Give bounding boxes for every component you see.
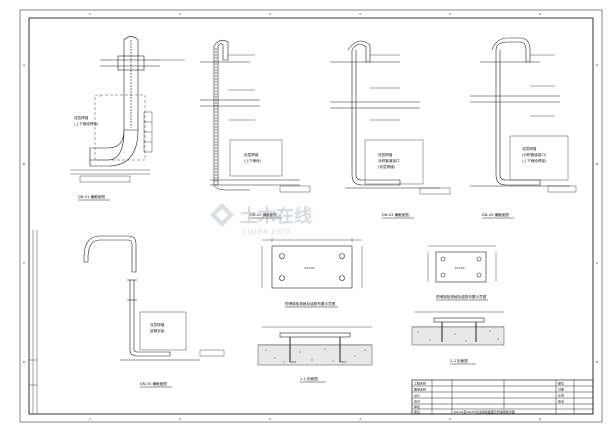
grid-row-b-right: B	[596, 162, 598, 166]
grid-col-6-bottom: 6	[539, 417, 541, 421]
grid-col-5-top: 5	[449, 12, 451, 16]
dn04-box-line-3: (上下两段焊接)	[522, 158, 547, 163]
tb-row-4: 校对	[414, 399, 420, 404]
grid-col-5-bottom: 5	[449, 417, 451, 421]
section-1-1-caption: 1-1 剖面图	[300, 376, 318, 381]
watermark-text: 土木在线	[240, 205, 312, 227]
tb-row-1: 工程名称	[414, 381, 426, 386]
left-strip	[29, 230, 38, 414]
detail-dn02: 双层焊缝 (上下两段) DN-02 横截面图	[200, 39, 311, 219]
detail-dn04: 双层焊缝 (对称管道接口) (上下两段焊接) DN-04 横截面图	[470, 37, 577, 219]
tb-right-2: 日期	[558, 387, 564, 392]
tb-right-4: 版本	[558, 399, 564, 404]
tb-drawing-title: DN-01至DN-05管道横截面图及预埋钢板详图	[454, 409, 515, 414]
watermark: 土木在线 COI88.COM	[210, 203, 312, 236]
dn04-box-line-2: (对称管道接口)	[522, 152, 547, 157]
tb-right-1: 图号	[558, 381, 564, 386]
dn01-box-line-1: 双层焊缝	[74, 115, 89, 120]
tb-row-5: 审核	[414, 404, 420, 409]
sheet-frame	[19, 9, 603, 423]
plate1-center-label: -M-100	[304, 266, 315, 270]
dn01-box-line-2: (上下两段焊接)	[74, 121, 99, 126]
dn04-box-line-1: 双层焊缝	[522, 146, 537, 151]
dn02-box-line-1: 双层焊缝	[244, 152, 259, 157]
section-2-2-caption: 2-2 剖面图	[450, 358, 468, 363]
tb-row-3: 设计	[414, 393, 420, 398]
dn04-caption: DN-04 横截面图	[482, 212, 509, 217]
plate2-center-label: -M-100	[454, 266, 465, 270]
tb-row-2: 图纸名称	[414, 387, 426, 392]
tb-right-3: 比例	[558, 393, 564, 398]
dn05-caption: DN-05 横截面图	[140, 381, 167, 386]
plate-detail-1: -M-100 预埋钢板规格及锚筋布置示意图	[261, 238, 363, 308]
grid-row-d-left: D	[23, 360, 26, 364]
grid-col-4-top: 4	[359, 12, 361, 16]
dn03-box-line-3: (双层焊缝)	[378, 164, 396, 169]
grid-col-2-bottom: 2	[179, 417, 181, 421]
grid-col-4-bottom: 4	[359, 417, 361, 421]
dn02-caption: DN-02 横截面图	[250, 212, 277, 217]
grid-row-c-left: C	[23, 261, 25, 265]
dn05-box-line-2: 接管安装	[150, 328, 165, 333]
dn05-box-line-1: 双层焊缝	[150, 322, 165, 327]
grid-row-a-right: A	[596, 63, 599, 67]
dn01-caption: DN-01 横截面图	[78, 194, 105, 199]
grid-col-1-top: 1	[89, 12, 91, 16]
grid-col-6-top: 6	[539, 12, 541, 16]
dn03-box-line-1: 双层焊缝	[378, 152, 393, 157]
grid-col-1-bottom: 1	[89, 417, 91, 421]
grid-row-a-left: A	[23, 63, 26, 67]
dn03-caption: DN-03 横截面图	[382, 212, 409, 217]
concrete-hatch-1	[265, 348, 366, 363]
plate1-title: 预埋钢板规格及锚筋布置示意图	[285, 301, 336, 306]
watermark-subtext: COI88.COM	[242, 228, 291, 236]
section-2-2: 2-2 剖面图	[411, 311, 505, 365]
grid-row-d-right: D	[596, 360, 599, 364]
concrete-hatch-2	[417, 330, 499, 342]
grid-col-2-top: 2	[179, 12, 181, 16]
plate2-title: 预埋钢板规格及锚筋布置示意图	[436, 294, 487, 299]
tb-row-6: 审定	[414, 409, 420, 414]
grid-col-3-top: 3	[269, 12, 271, 16]
section-1-1: 1-1 剖面图	[257, 326, 373, 383]
grid-col-3-bottom: 3	[269, 417, 271, 421]
grid-row-b-left: B	[23, 162, 25, 166]
grid-row-c-right: C	[596, 261, 598, 265]
watermark-logo-icon	[210, 203, 234, 227]
plate-detail-2: -M-100 预埋钢板规格及锚筋布置示意图	[427, 245, 497, 301]
dn02-box-line-2: (上下两段)	[244, 158, 262, 163]
detail-dn03: 双层焊缝 对称管道接口 (双层焊缝) DN-03 横截面图	[330, 40, 451, 219]
grid-labels: 1 2 3 4 5 6 1 2 3 4 5 6 A B C D A B C D	[23, 12, 599, 421]
title-block: 工程名称 图纸名称 设计 校对 审核 审定 图号 日期 比例 版本 DN-01至…	[411, 379, 594, 415]
detail-dn01: 双层焊缝 (上下两段焊接) DN-01 横截面图	[70, 36, 185, 201]
detail-dn05: 双层焊缝 接管安装 DN-05 横截面图	[83, 235, 225, 388]
dn03-box-line-2: 对称管道接口	[378, 158, 400, 163]
